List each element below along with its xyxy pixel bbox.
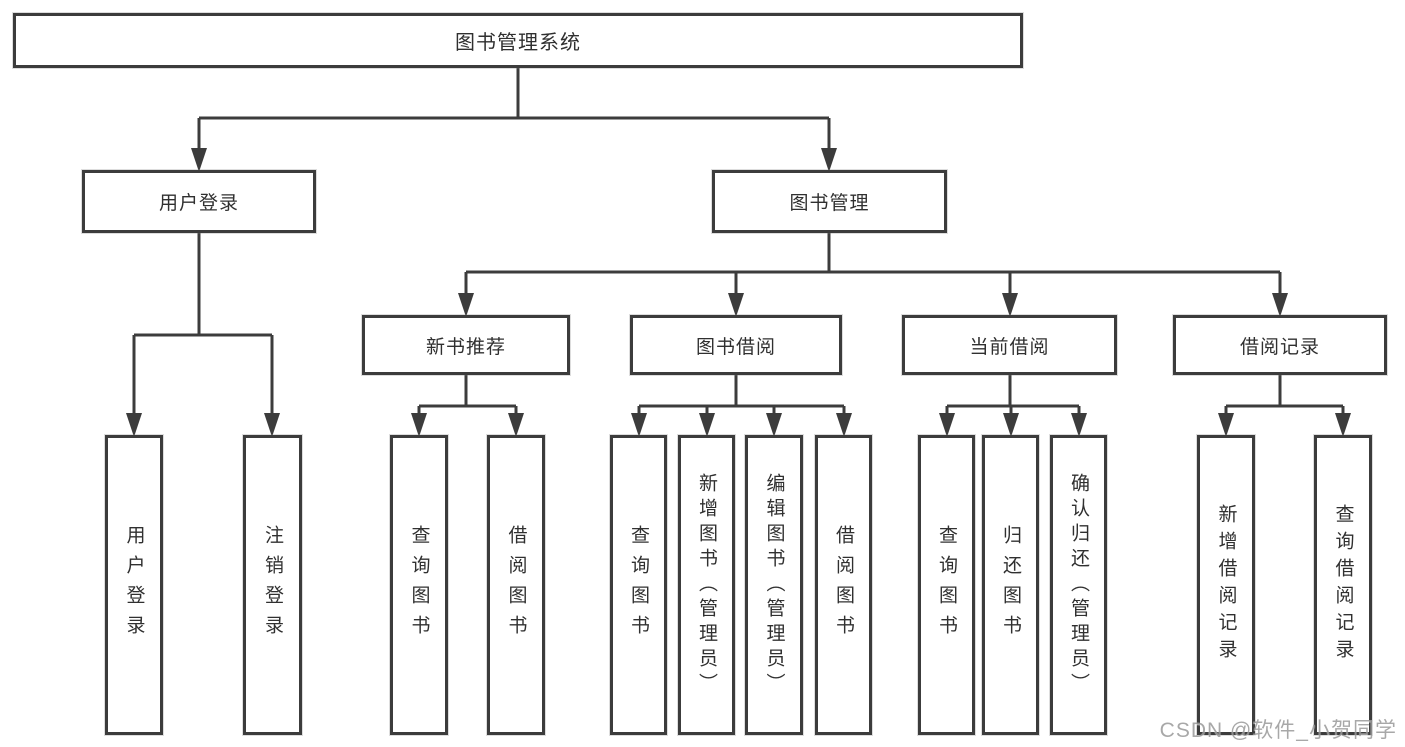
leaf-recommend-borrow-book: 借阅图书 (487, 435, 545, 735)
node-library-management-system: 图书管理系统 (13, 13, 1023, 68)
leaf-logout: 注销登录 (243, 435, 302, 735)
leaf-user-login: 用户登录 (105, 435, 163, 735)
leaf-record-add-record: 新增借阅记录 (1197, 435, 1255, 735)
node-book-borrow: 图书借阅 (630, 315, 842, 375)
leaf-borrow-borrow-book: 借阅图书 (815, 435, 872, 735)
leaf-record-query-record: 查询借阅记录 (1314, 435, 1372, 735)
node-borrow-record: 借阅记录 (1173, 315, 1387, 375)
leaf-borrow-edit-book-admin: 编辑图书（管理员） (745, 435, 803, 735)
leaf-current-query-book: 查询图书 (918, 435, 975, 735)
leaf-borrow-add-book-admin: 新增图书（管理员） (678, 435, 735, 735)
node-user-login: 用户登录 (82, 170, 316, 233)
watermark: CSDN @软件_小贺同学 (1159, 719, 1397, 742)
leaf-borrow-query-book: 查询图书 (610, 435, 667, 735)
leaf-current-confirm-return-admin: 确认归还（管理员） (1050, 435, 1107, 735)
leaf-current-return-book: 归还图书 (982, 435, 1039, 735)
leaf-recommend-query-book: 查询图书 (390, 435, 448, 735)
node-new-book-recommend: 新书推荐 (362, 315, 570, 375)
node-current-borrow: 当前借阅 (902, 315, 1117, 375)
node-book-management: 图书管理 (712, 170, 947, 233)
